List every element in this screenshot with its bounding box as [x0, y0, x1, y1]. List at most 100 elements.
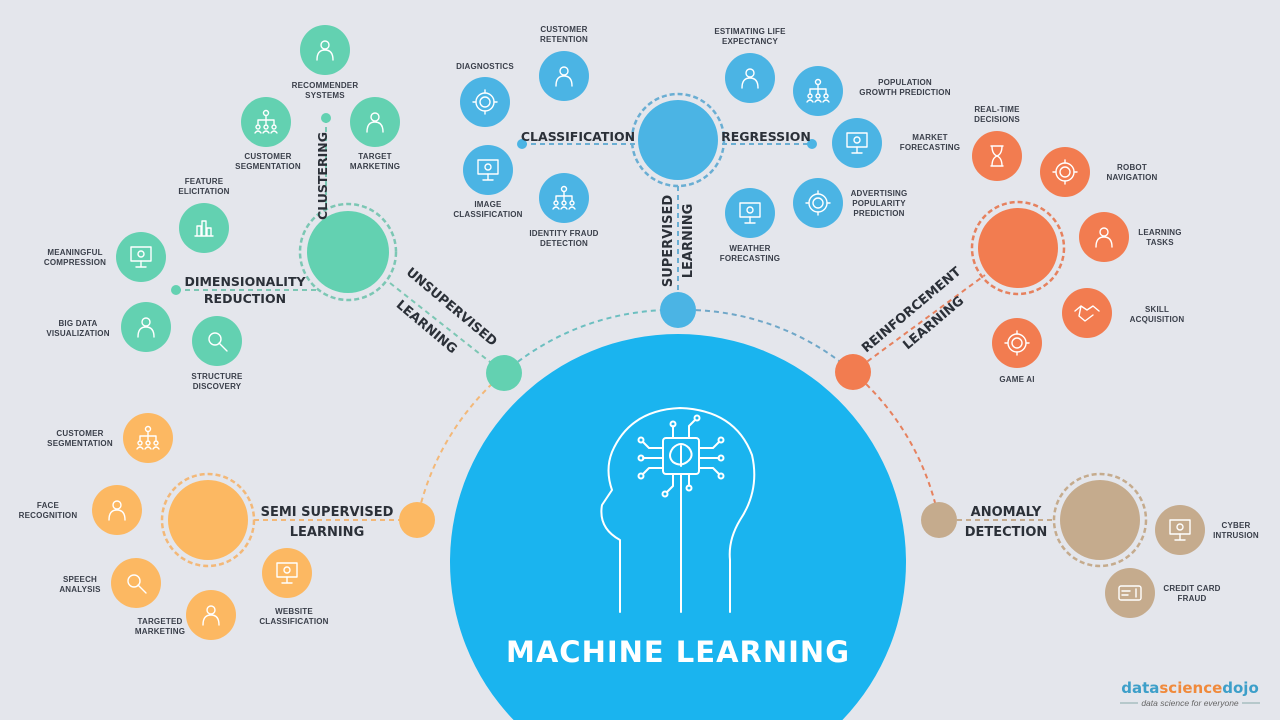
- compress-monitor-icon: [130, 246, 152, 268]
- supervised-hub[interactable]: [638, 100, 718, 180]
- hand-person-icon: [555, 66, 573, 87]
- regression-dot: [807, 139, 817, 149]
- supervised-title-2: LEARNING: [681, 204, 696, 279]
- head-chip-icon: [600, 407, 756, 613]
- leaf-circle[interactable]: [1040, 147, 1090, 197]
- unsupervised-node[interactable]: [486, 355, 522, 391]
- reinforcement-node[interactable]: [835, 354, 871, 390]
- leaf-circle[interactable]: [992, 318, 1042, 368]
- leaf-label-line: IDENTITY FRAUD: [529, 229, 598, 238]
- leaf-circle[interactable]: [179, 203, 229, 253]
- leaf-label-line: TASKS: [1146, 238, 1174, 247]
- leaf-label-line: FACE: [37, 501, 60, 510]
- logo-part-3: dojo: [1222, 679, 1259, 697]
- lock-monitor-icon: [1169, 519, 1191, 541]
- leaf-label-line: RECOGNITION: [19, 511, 78, 520]
- leaf-label-line: POPULATION: [878, 78, 932, 87]
- clustering-label: CLUSTERING: [315, 132, 330, 220]
- network-node-icon: [1004, 330, 1030, 356]
- anomaly-hub[interactable]: [1060, 480, 1140, 560]
- leaf-label-line: POPULARITY: [852, 199, 906, 208]
- reinforcement-leaf[interactable]: GAME AI: [992, 318, 1042, 384]
- leaf-label-line: FORECASTING: [720, 254, 780, 263]
- leaf-circle[interactable]: [1105, 568, 1155, 618]
- leaf-label-line: ADVERTISING: [851, 189, 908, 198]
- dimensionality-label-1: DIMENSIONALITY: [184, 274, 306, 289]
- leaf-label-line: CLASSIFICATION: [259, 617, 328, 626]
- leaf-label-line: VISUALIZATION: [46, 329, 109, 338]
- semi-title-1: SEMI SUPERVISED: [261, 505, 394, 520]
- anomaly-title-1: ANOMALY: [971, 505, 1042, 520]
- supervised-leaf[interactable]: DIAGNOSTICS: [456, 62, 514, 127]
- leaf-label-line: IMAGE: [474, 200, 502, 209]
- leaf-label-line: DISCOVERY: [193, 382, 242, 391]
- leaf-label-line: TARGETED: [137, 617, 182, 626]
- leaf-circle[interactable]: [111, 558, 161, 608]
- gear-cycle-icon: [472, 89, 498, 115]
- leaf-label-line: WEBSITE: [275, 607, 313, 616]
- leaf-circle[interactable]: [1062, 288, 1112, 338]
- anomaly-title-2: DETECTION: [965, 525, 1048, 540]
- laptop-icon: [276, 562, 298, 584]
- leaf-label-line: FORECASTING: [900, 143, 960, 152]
- leaf-circle[interactable]: [793, 178, 843, 228]
- anomaly-node[interactable]: [921, 502, 957, 538]
- leaf-label-line: SPEECH: [63, 575, 97, 584]
- leaf-label-line: RECOMMENDER: [292, 81, 359, 90]
- unsupervised-hub[interactable]: [307, 211, 389, 293]
- reinforcement-hub[interactable]: [978, 208, 1058, 288]
- branch-supervised: CLASSIFICATION REGRESSION SUPERVISED LEA…: [517, 92, 817, 328]
- leaf-label-line: CLASSIFICATION: [453, 210, 522, 219]
- magnifier-icon: [127, 574, 147, 594]
- logo: datasciencedojo data science for everyon…: [1120, 679, 1260, 708]
- leaf-label-line: WEATHER: [729, 244, 770, 253]
- supervised-node[interactable]: [660, 292, 696, 328]
- main-title: MACHINE LEARNING: [506, 635, 850, 669]
- leaf-circle[interactable]: [460, 77, 510, 127]
- leaf-circle[interactable]: [192, 316, 242, 366]
- semi-supervised-node[interactable]: [399, 502, 435, 538]
- leaf-label-line: FEATURE: [185, 177, 224, 186]
- bar-chart-icon: [194, 220, 214, 237]
- semi-supervised-hub[interactable]: [168, 480, 248, 560]
